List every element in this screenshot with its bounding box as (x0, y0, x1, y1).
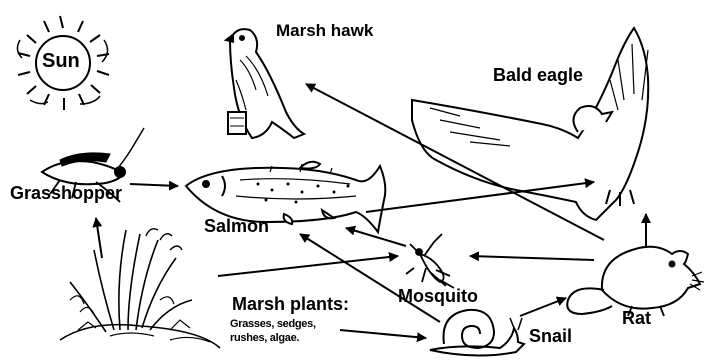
label-grasshopper: Grasshopper (10, 184, 122, 202)
arrow-plants-to-snail (340, 330, 426, 338)
label-marsh-plants-detail-1: Grasses, sedges, (230, 319, 316, 330)
arrow-plants-to-mosquito (218, 256, 398, 276)
arrow-plants-to-grasshopper (96, 218, 102, 258)
rat-icon (567, 247, 704, 316)
food-web-arrows (96, 84, 646, 338)
label-salmon: Salmon (204, 217, 269, 235)
snail-icon (430, 310, 524, 356)
marsh-plants-icon (60, 229, 220, 348)
label-rat: Rat (622, 309, 651, 327)
marsh-hawk-icon (226, 29, 304, 138)
arrow-grasshopper-to-salmon (130, 184, 178, 186)
label-marsh-plants-detail-2: rushes, algae. (230, 333, 299, 344)
label-bald-eagle: Bald eagle (493, 66, 583, 84)
arrow-rat-to-mosquito (470, 256, 594, 260)
arrow-snail-to-rat (520, 298, 566, 316)
mosquito-icon (406, 234, 454, 288)
label-marsh-hawk: Marsh hawk (276, 22, 373, 39)
label-snail: Snail (529, 327, 572, 345)
label-sun: Sun (42, 51, 80, 71)
label-marsh-plants: Marsh plants: (232, 295, 349, 313)
label-mosquito: Mosquito (398, 287, 478, 305)
